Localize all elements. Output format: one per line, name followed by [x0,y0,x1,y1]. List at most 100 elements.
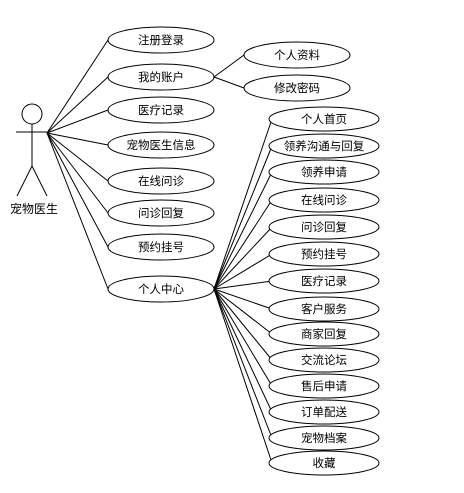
actor-pet-doctor: 宠物医生 [10,103,58,216]
use-case-consult_reply[interactable]: 问诊回复 [107,199,215,227]
use-case-adopt_apply-label: 领养申请 [301,165,347,179]
use-case-appointment[interactable]: 预约挂号 [107,233,215,261]
use-case-appointment-ellipse [107,233,215,261]
use-case-customer_service[interactable]: 客户服务 [268,296,380,322]
use-case-pet_files[interactable]: 宠物档案 [268,425,380,451]
use-case-ellipses: 注册登录我的账户医疗记录宠物医生信息在线问诊问诊回复预约挂号个人中心个人资料修改… [107,26,380,476]
use-case-customer_service-ellipse [268,296,380,322]
use-case-doctor_info-label: 宠物医生信息 [127,138,196,152]
use-case-online_consult2[interactable]: 在线问诊 [268,187,380,213]
use-case-forum[interactable]: 交流论坛 [268,347,380,373]
use-case-adopt_apply-ellipse [268,159,380,185]
use-case-medical_records-ellipse [107,96,215,124]
actor-right-leg [31,165,48,197]
use-case-customer_service-label: 客户服务 [301,302,347,316]
association-merchant_reply [213,288,273,335]
use-case-after_sales-label: 售后申请 [301,379,347,393]
association-medical_records [46,109,109,134]
use-case-register_login-ellipse [107,26,215,54]
association-lines [46,39,273,464]
use-case-favorites-ellipse [268,450,380,476]
association-doctor_info [46,132,109,146]
use-case-consult_reply-label: 问诊回复 [138,206,184,220]
association-adopt_comm [213,145,273,290]
use-case-appointment-label: 预约挂号 [138,240,184,254]
association-online_consult2 [213,199,273,290]
use-case-medical_records2[interactable]: 医疗记录 [268,268,380,294]
use-case-pet_files-label: 宠物档案 [301,431,347,445]
association-register_login [46,39,109,134]
use-case-online_consult-ellipse [107,167,215,195]
use-case-merchant_reply[interactable]: 商家回复 [268,321,380,347]
association-adopt_apply [213,171,273,290]
use-case-online_consult2-label: 在线问诊 [301,193,347,207]
use-case-profile[interactable]: 个人资料 [243,41,351,69]
association-customer_service [213,288,273,310]
actor-left-leg [16,165,33,197]
use-case-after_sales-ellipse [268,373,380,399]
use-case-doctor_info[interactable]: 宠物医生信息 [107,131,215,159]
use-case-online_consult2-ellipse [268,187,380,213]
use-case-appointment2-ellipse [268,241,380,267]
use-case-merchant_reply-ellipse [268,321,380,347]
use-case-home-ellipse [268,106,380,132]
use-case-my_account-ellipse [107,63,215,91]
use-case-favorites[interactable]: 收藏 [268,450,380,476]
association-appointment [46,132,109,248]
association-online_consult [46,132,109,182]
use-case-order_delivery-label: 订单配送 [301,405,347,419]
use-case-profile-ellipse [243,41,351,69]
use-case-home-label: 个人首页 [301,112,347,126]
use-case-appointment2[interactable]: 预约挂号 [268,241,380,267]
association-consult_reply2 [213,226,273,290]
use-case-my_account-label: 我的账户 [138,70,184,84]
use-case-medical_records2-ellipse [268,268,380,294]
association-consult_reply [46,132,109,214]
use-case-medical_records[interactable]: 医疗记录 [107,96,215,124]
use-case-adopt_apply[interactable]: 领养申请 [268,159,380,185]
use-case-consult_reply-ellipse [107,199,215,227]
association-personal_center [46,132,109,290]
actor-label: 宠物医生 [10,201,58,216]
use-case-favorites-label: 收藏 [313,456,336,470]
use-case-personal_center[interactable]: 个人中心 [107,275,215,303]
use-case-online_consult[interactable]: 在线问诊 [107,167,215,195]
use-case-order_delivery[interactable]: 订单配送 [268,399,380,425]
association-appointment2 [213,253,273,290]
association-favorites [213,288,273,464]
use-case-adopt_comm[interactable]: 领养沟通与回复 [268,133,380,159]
use-case-home[interactable]: 个人首页 [268,106,380,132]
use-case-forum-ellipse [268,347,380,373]
use-case-doctor_info-ellipse [107,131,215,159]
use-case-forum-label: 交流论坛 [301,353,347,367]
actor-head [21,103,43,125]
use-case-consult_reply2-label: 问诊回复 [301,220,347,234]
use-case-change_password[interactable]: 修改密码 [243,74,351,102]
use-case-register_login[interactable]: 注册登录 [107,26,215,54]
use-case-change_password-label: 修改密码 [274,81,320,95]
use-case-my_account[interactable]: 我的账户 [107,63,215,91]
use-case-after_sales[interactable]: 售后申请 [268,373,380,399]
use-case-order_delivery-ellipse [268,399,380,425]
use-case-consult_reply2-ellipse [268,214,380,240]
use-case-medical_records-label: 医疗记录 [138,103,184,117]
association-my_account [46,76,109,134]
use-case-adopt_comm-label: 领养沟通与回复 [284,139,365,153]
use-case-personal_center-ellipse [107,275,215,303]
use-case-consult_reply2[interactable]: 问诊回复 [268,214,380,240]
use-case-change_password-ellipse [243,74,351,102]
use-case-online_consult-label: 在线问诊 [138,174,184,188]
use-case-personal_center-label: 个人中心 [138,282,184,296]
use-case-pet_files-ellipse [268,425,380,451]
association-profile [213,54,245,78]
association-order_delivery [213,288,273,413]
association-after_sales [213,288,273,387]
use-case-register_login-label: 注册登录 [138,33,184,47]
association-pet_files [213,288,273,439]
association-home [213,118,273,290]
use-case-profile-label: 个人资料 [274,48,320,62]
association-medical_records2 [213,280,273,290]
use-case-merchant_reply-label: 商家回复 [301,327,347,341]
association-change_password [213,76,245,89]
